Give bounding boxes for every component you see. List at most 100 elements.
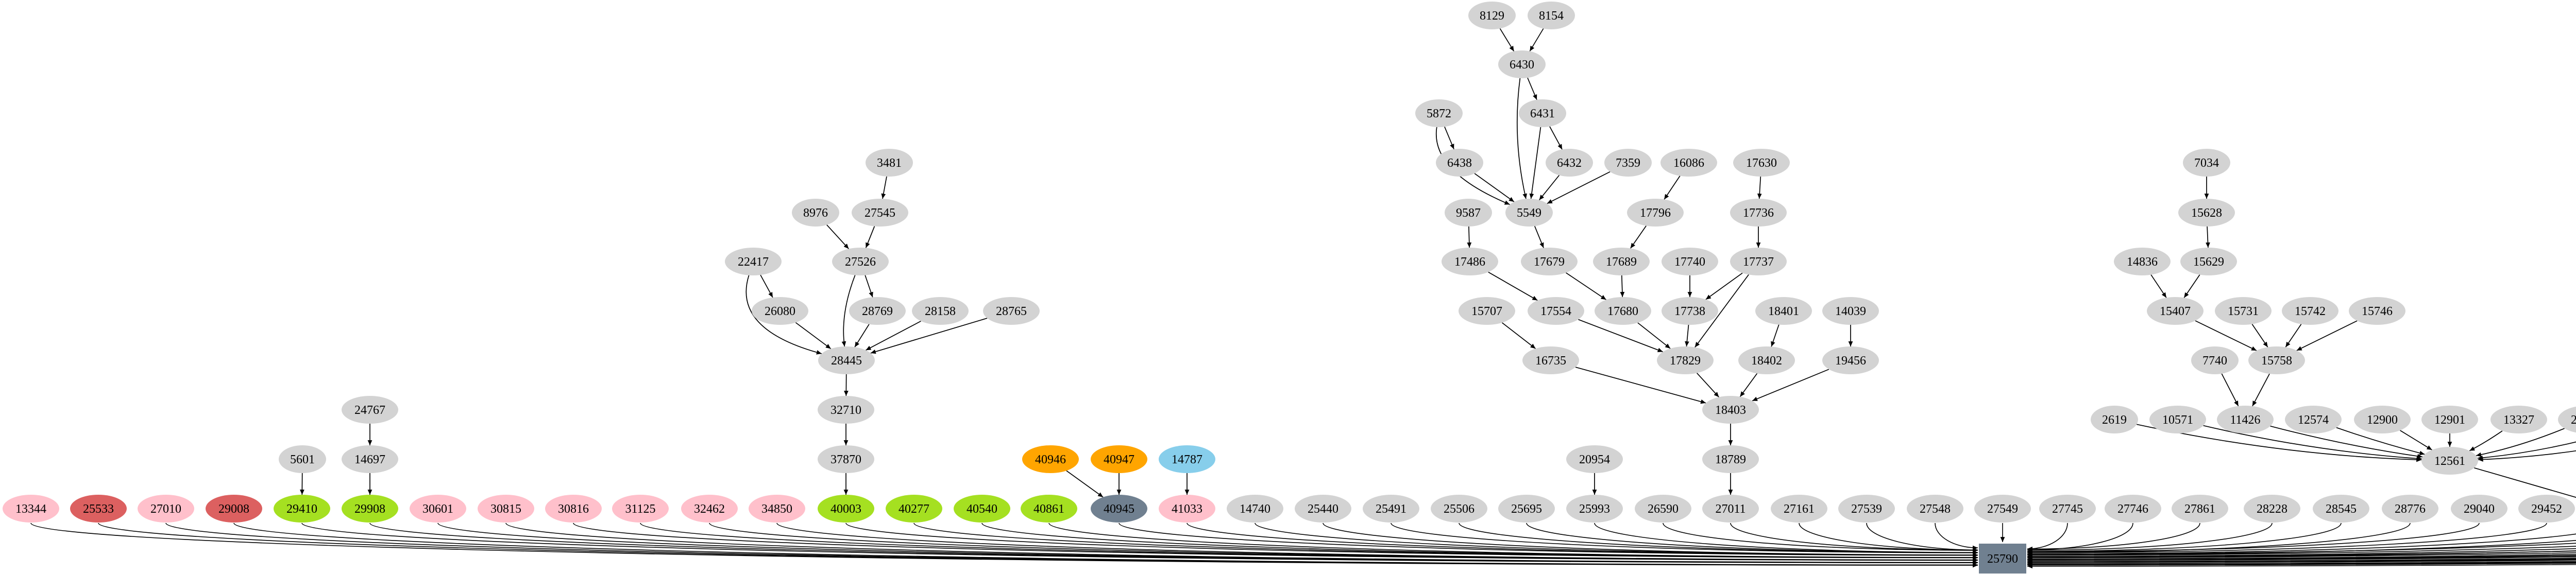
node-label: 40277 (899, 502, 929, 516)
edge-10571-12561 (2203, 425, 2422, 461)
node-ellipse (1771, 495, 1827, 523)
node-11426: 11426 (2217, 406, 2274, 433)
node-ellipse (1907, 495, 1963, 523)
node-label: 17689 (1606, 255, 1637, 269)
node-ellipse (279, 445, 326, 473)
edge-21891-12561 (2476, 428, 2565, 457)
edge-28776-25790 (2027, 523, 2411, 555)
node-ellipse (1838, 495, 1895, 523)
node-label: 14697 (354, 453, 385, 466)
node-15742: 15742 (2282, 297, 2338, 325)
edge-27011-25790 (1730, 523, 1978, 553)
node-label: 6432 (1557, 156, 1582, 170)
node-label: 29040 (2464, 502, 2495, 516)
node-label: 5872 (1427, 107, 1451, 120)
edge-6430-6431 (1527, 77, 1537, 100)
node-label: 25993 (1579, 502, 1610, 516)
edge-3481-27545 (881, 176, 887, 199)
node-label: 30601 (422, 502, 453, 516)
node-ellipse (70, 495, 127, 523)
edge-30366-25790 (2027, 553, 2576, 561)
node-15746: 15746 (2349, 297, 2405, 325)
edge-35833-25790 (2027, 563, 2576, 568)
node-label: 40946 (1035, 453, 1066, 466)
node-ellipse (1363, 495, 1419, 523)
node-label: 17738 (1674, 305, 1705, 318)
edge-17737-17829 (1694, 274, 1749, 348)
node-label: 40947 (1104, 453, 1134, 466)
node-label: 15731 (2228, 305, 2259, 318)
node-34850: 34850 (749, 495, 805, 523)
node-ellipse (2147, 297, 2204, 325)
node-ellipse (1604, 149, 1652, 177)
node-12574: 12574 (2285, 406, 2342, 433)
node-ellipse (1521, 248, 1578, 275)
node-label: 28445 (831, 354, 862, 368)
node-label: 12900 (2367, 413, 2398, 427)
node-ellipse (849, 297, 906, 325)
node-label: 22417 (738, 255, 769, 269)
node-label: 27548 (1920, 502, 1951, 516)
node-30816: 30816 (545, 495, 602, 523)
node-label: 17486 (1454, 255, 1485, 269)
node-label: 17796 (1640, 206, 1671, 220)
node-ellipse (832, 248, 889, 275)
node-label: 17679 (1534, 255, 1565, 269)
node-label: 30816 (558, 502, 589, 516)
node-ellipse (2180, 248, 2237, 275)
node-14740: 14740 (1227, 495, 1283, 523)
edge-16086-17796 (1664, 176, 1681, 200)
node-label: 40945 (1104, 502, 1134, 516)
node-label: 9587 (1456, 206, 1481, 220)
node-ellipse (2558, 406, 2576, 433)
node-17796: 17796 (1627, 199, 1684, 227)
node-label: 18789 (1715, 453, 1746, 466)
edge-29008-25790 (233, 523, 1978, 567)
node-ellipse (1227, 495, 1283, 523)
node-7034: 7034 (2183, 149, 2230, 177)
edge-25440-25790 (1323, 523, 1978, 558)
node-label: 16086 (1673, 156, 1704, 170)
node-label: 40003 (831, 502, 861, 516)
node-ellipse (752, 297, 808, 325)
node-ellipse (1733, 149, 1790, 177)
node-40947: 40947 (1091, 445, 1147, 473)
edge-28545-25790 (2027, 523, 2342, 554)
node-18789: 18789 (1702, 445, 1759, 473)
node-28158: 28158 (912, 297, 969, 325)
node-ellipse (2285, 406, 2342, 433)
node-label: 12901 (2434, 413, 2465, 427)
node-27549: 27549 (1974, 495, 2031, 523)
node-ellipse (2039, 495, 2096, 523)
sink-label: 25790 (1987, 552, 2018, 566)
node-ellipse (2382, 495, 2438, 523)
edge-6431-5549 (1529, 127, 1541, 199)
edge-29883-25790 (2027, 548, 2576, 559)
node-40946: 40946 (1022, 445, 1079, 473)
edge-26080-28445 (795, 322, 832, 350)
edge-12574-12561 (2336, 427, 2425, 456)
edge-30196-25790 (2027, 552, 2576, 560)
node-7740: 7740 (2191, 346, 2239, 374)
node-ellipse (2282, 297, 2338, 325)
node-ellipse (1415, 99, 1463, 127)
node-ellipse (1528, 297, 1584, 325)
node-ellipse (1022, 445, 1079, 473)
edge-30815-25790 (505, 523, 1978, 565)
node-ellipse (1498, 50, 1546, 78)
node-ellipse (954, 495, 1010, 523)
edge-35405-25790 (2027, 562, 2576, 566)
node-ellipse (1702, 396, 1759, 424)
edge-17554-17829 (1578, 319, 1663, 353)
node-label: 29452 (2531, 502, 2562, 516)
node-label: 27549 (1987, 502, 2018, 516)
node-label: 6438 (1447, 156, 1472, 170)
node-ellipse (852, 199, 908, 227)
edge-15758-11426 (2252, 373, 2270, 407)
node-25440: 25440 (1295, 495, 1351, 523)
node-30601: 30601 (410, 495, 466, 523)
node-label: 8129 (1480, 9, 1504, 23)
node-label: 27539 (1851, 502, 1882, 516)
node-ellipse (1519, 99, 1566, 127)
